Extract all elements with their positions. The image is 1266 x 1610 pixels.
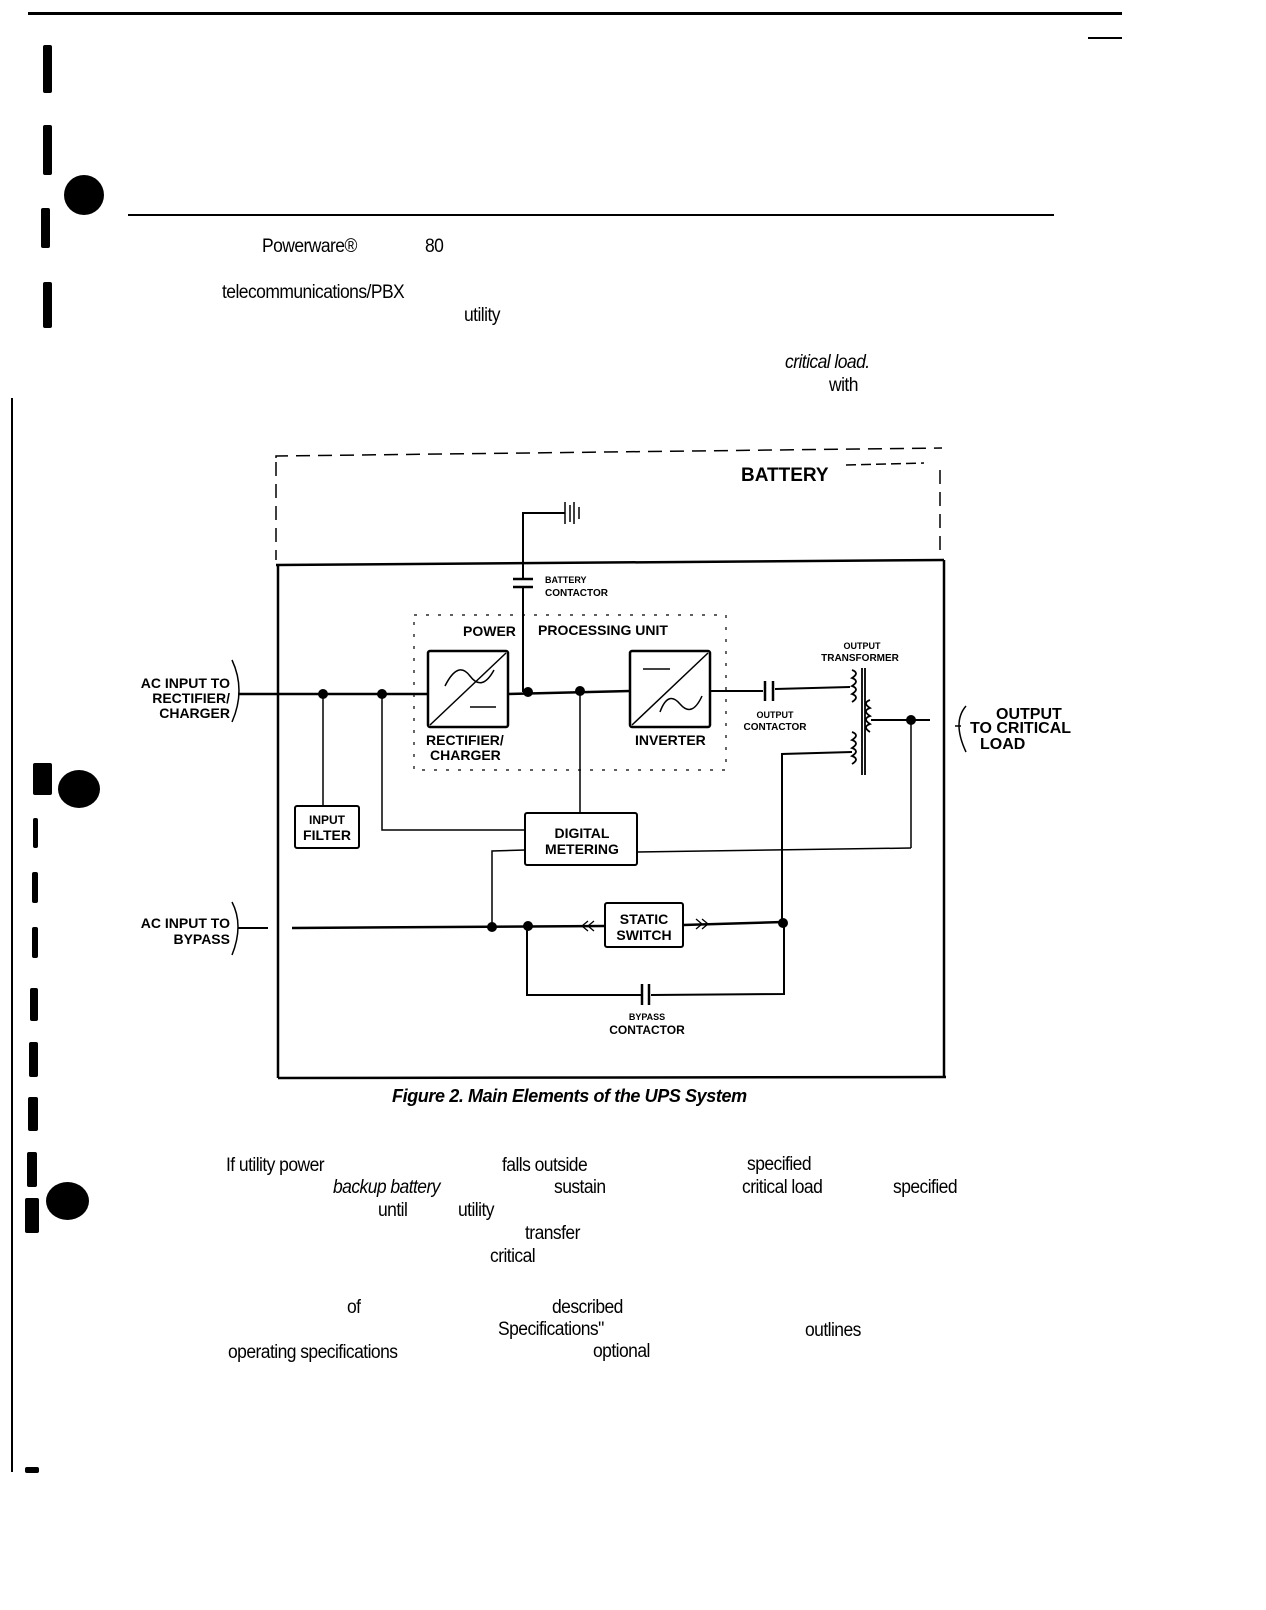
output-load-label: TO CRITICAL [970,720,1071,737]
change-bar [28,1097,38,1131]
body-word: with [829,375,858,396]
output-transformer-label: OUTPUT [844,641,882,651]
body-word: critical [490,1246,536,1267]
battery-contactor-label: CONTACTOR [545,588,609,599]
output-contactor-label: CONTACTOR [744,722,808,733]
ac-input-bypass-label: AC INPUT TO [141,915,230,931]
junction-dot [778,918,788,928]
change-bar [25,1467,39,1473]
binder-hole-icon [58,770,100,808]
ac-input-rectifier-label: RECTIFIER/ [152,690,230,706]
change-bar [33,763,52,795]
battery-label: BATTERY [741,465,829,486]
body-word: operating specifications [228,1342,398,1363]
body-word: sustain [554,1177,606,1198]
inverter-box [628,649,712,729]
body-word: backup battery [333,1177,440,1198]
change-bar [30,988,38,1021]
change-bar [33,818,38,848]
ups-frame-top [275,558,945,567]
binder-hole-icon [46,1182,89,1220]
body-word: until [378,1200,408,1221]
change-bar [41,208,50,248]
body-word: Specifications" [498,1319,604,1340]
change-bar [43,45,52,93]
inverter-label: INVERTER [635,732,706,748]
battery-wire [522,512,565,580]
digital-metering-label: DIGITAL [555,825,610,841]
bypass-contactor-label: BYPASS [629,1012,665,1022]
body-word: If utility power [226,1155,325,1176]
ppu-label: PROCESSING UNIT [538,622,668,638]
top-rule [28,12,1122,15]
junction-dot [318,689,328,699]
body-word: utility [458,1200,495,1221]
rectifier-charger-label: RECTIFIER/ [426,732,504,748]
ac-input-rectifier-label: AC INPUT TO [141,675,230,691]
static-switch-label: STATIC [620,911,668,927]
corner-dash [1088,37,1122,39]
body-word: critical load. [785,352,870,373]
arrow-right-icon [695,918,710,930]
output-load-label: OUTPUT [996,706,1062,723]
change-bar [29,1042,38,1077]
battery-enclosure [275,447,943,560]
input-filter-label: FILTER [303,827,351,843]
input-filter-label: INPUT [309,813,346,827]
input-filter-box [294,805,360,849]
ups-frame-bottom [277,1075,947,1080]
figure-caption: Figure 2. Main Elements of the UPS Syste… [392,1086,747,1106]
body-word: falls outside [502,1155,588,1176]
junction-dot [523,921,533,931]
change-bar [25,1198,39,1233]
digital-metering-label: METERING [545,841,619,857]
digital-metering-box [524,812,638,866]
rectifier-charger-box [426,649,510,729]
battery-label-dash [845,462,925,466]
ac-wave-icon [659,695,703,713]
output-contactor-label: OUTPUT [757,710,795,720]
junction-dot [487,922,497,932]
body-word: specified [893,1177,958,1198]
power-processing-unit-box [413,614,727,771]
body-word: transfer [525,1223,580,1244]
change-bar [27,1152,37,1187]
battery-cell-icon [564,502,580,524]
ppu-label: POWER [463,623,516,639]
battery-contactor-label: BATTERY [545,575,587,585]
body-word: specified [747,1154,812,1175]
body-word: 80 [425,236,444,257]
rectifier-charger-label: CHARGER [430,747,501,763]
ac-input-rectifier-label: CHARGER [159,705,230,721]
body-word: critical load [742,1177,823,1198]
static-switch-label: SWITCH [616,927,671,943]
bypass-contactor-label: CONTACTOR [609,1023,685,1037]
ac-input-bypass-label: BYPASS [173,931,230,947]
change-bar [32,927,38,958]
arrow-left-icon [580,920,595,932]
junction-dot [523,687,533,697]
section-rule [128,214,1054,216]
body-word: outlines [805,1320,861,1341]
body-word: optional [593,1341,650,1362]
body-word: telecommunications/PBX [222,282,405,303]
junction-dot [575,686,585,696]
binder-hole-icon [64,175,104,215]
junction-dot [377,689,387,699]
body-word: Powerware® [262,236,357,257]
change-bar [43,282,52,328]
output-transformer-label: TRANSFORMER [821,653,900,664]
left-margin-line [11,398,13,1472]
output-transformer-icon [849,668,873,775]
body-word: utility [464,305,501,326]
body-word: described [552,1297,623,1318]
output-load-label: LOAD [980,736,1025,753]
body-word: of [347,1297,361,1318]
change-bar [32,872,38,903]
change-bar [43,125,52,175]
ac-wave-icon [444,669,495,687]
junction-dot [906,715,916,725]
